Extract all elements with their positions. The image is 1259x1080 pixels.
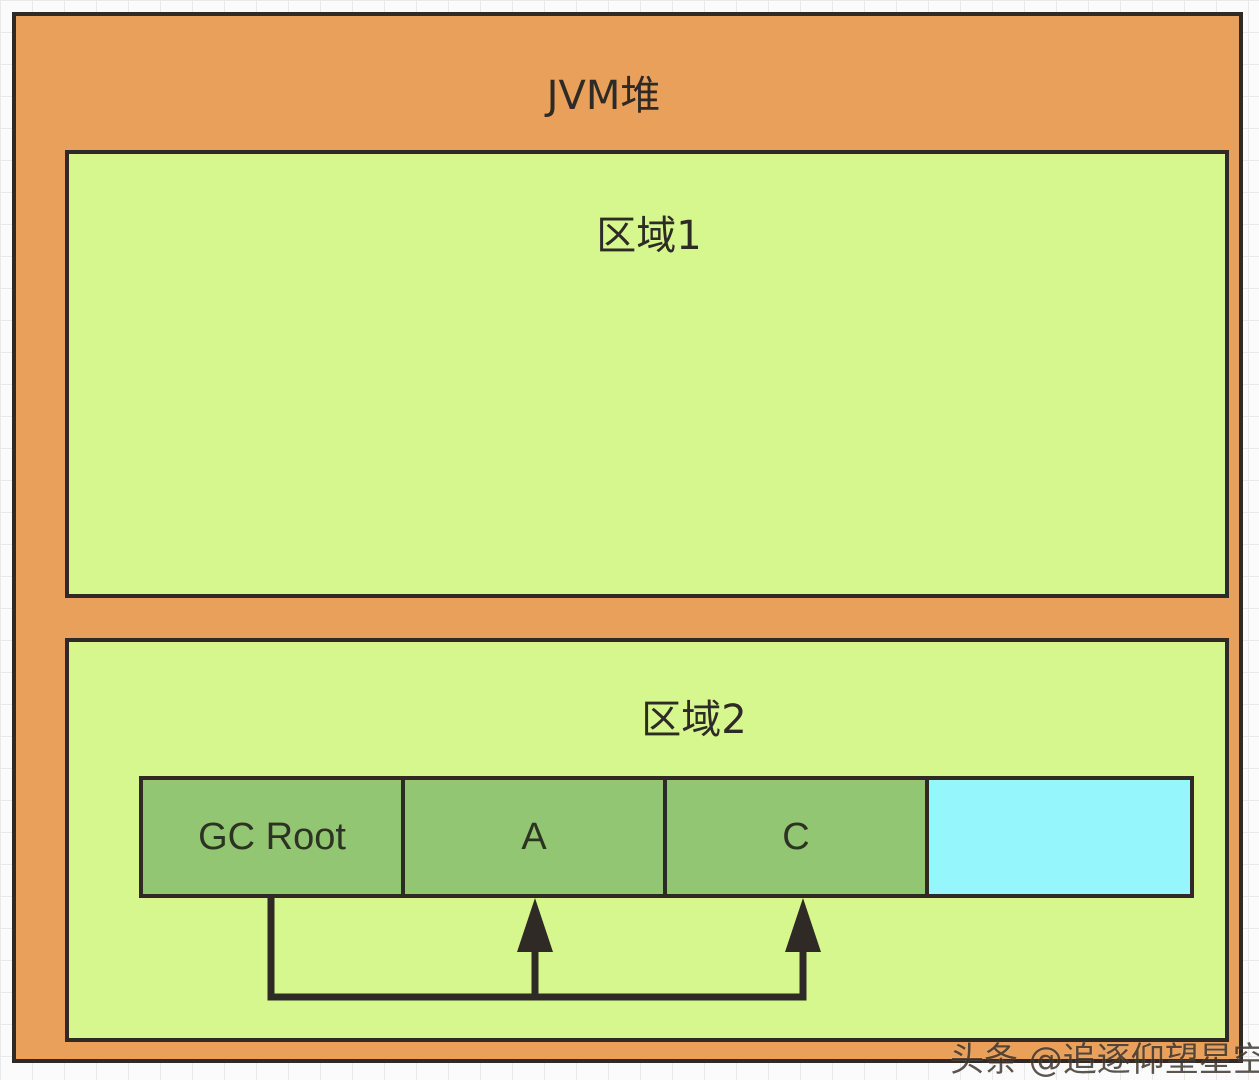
jvm-heap-label: JVM堆 xyxy=(546,73,661,119)
region-2-label: 区域2 xyxy=(641,697,747,743)
watermark: 头条 @追逐仰望星空 xyxy=(950,1040,1259,1080)
object-row: GC Root A C xyxy=(139,776,1198,898)
arrowhead-to-a xyxy=(517,898,553,952)
empty-object xyxy=(925,776,1194,898)
region-1: 区域1 xyxy=(65,150,1229,598)
gc-root-object: GC Root xyxy=(139,776,405,898)
reference-arrows xyxy=(267,898,821,1001)
object-c: C xyxy=(663,776,929,898)
jvm-heap: JVM堆 区域1 区域2 GC Root A C xyxy=(12,12,1243,1063)
region-2: 区域2 GC Root A C xyxy=(65,638,1229,1042)
region-1-label: 区域1 xyxy=(596,213,702,259)
arrowhead-to-c xyxy=(785,898,821,952)
